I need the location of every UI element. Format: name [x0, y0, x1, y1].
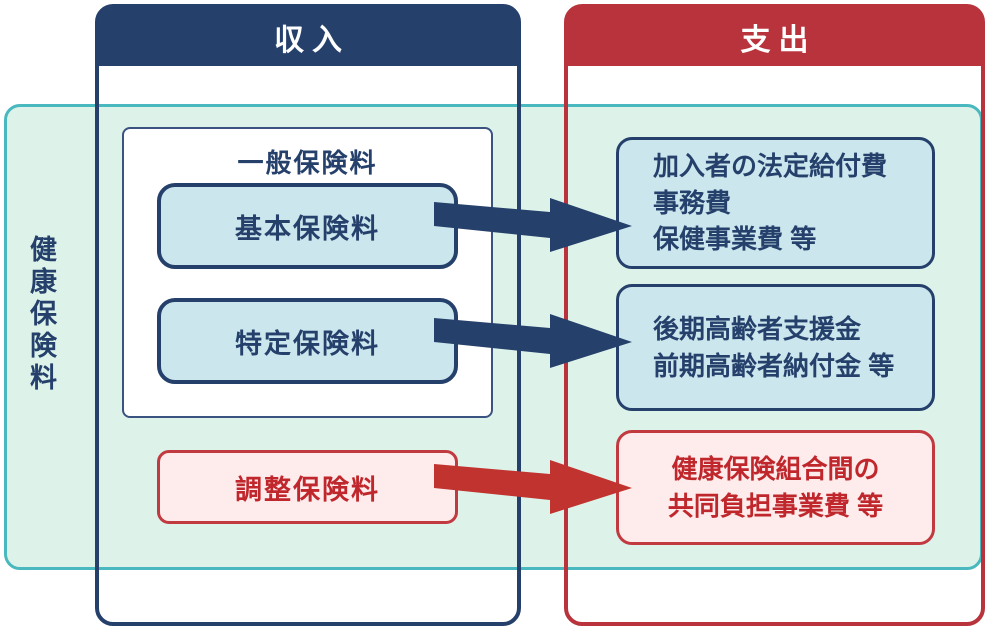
specific-premium-label: 特定保険料	[235, 328, 380, 359]
statutory-benefits-line-1: 加入者の法定給付費	[653, 150, 888, 181]
income-column-header: 収入	[99, 8, 517, 66]
basic-premium-label: 基本保険料	[235, 213, 380, 244]
statutory-benefits-line-2: 事務費	[653, 187, 732, 218]
specific-premium-box: 特定保険料	[157, 298, 458, 384]
elderly-support-line-1: 後期高齢者支援金	[653, 313, 862, 344]
adjustment-premium-label: 調整保険料	[235, 474, 380, 505]
elderly-support-line-2: 前期高齢者納付金 等	[653, 350, 895, 381]
arrow-adjustment-to-joint-icon	[434, 460, 632, 514]
arrow-basic-to-benefits-icon	[434, 198, 632, 252]
statutory-benefits-line-3: 保健事業費 等	[653, 224, 817, 255]
general-premium-group-label: 一般保険料	[237, 148, 378, 178]
statutory-benefits-box: 加入者の法定給付費 事務費 保健事業費 等	[616, 137, 935, 269]
joint-burden-line-1: 健康保険組合間の	[671, 453, 880, 484]
expense-column: 支出	[564, 4, 985, 626]
income-column: 収入	[95, 4, 521, 626]
expense-column-header: 支出	[568, 8, 981, 66]
side-label-health-insurance-premium: 健康保険料	[26, 235, 56, 395]
adjustment-premium-box: 調整保険料	[157, 450, 458, 524]
basic-premium-box: 基本保険料	[157, 183, 458, 269]
joint-burden-box: 健康保険組合間の 共同負担事業費 等	[616, 430, 935, 545]
joint-burden-line-2: 共同負担事業費 等	[667, 490, 884, 521]
elderly-support-box: 後期高齢者支援金 前期高齢者納付金 等	[616, 284, 935, 411]
arrow-specific-to-elderly-icon	[434, 314, 632, 368]
